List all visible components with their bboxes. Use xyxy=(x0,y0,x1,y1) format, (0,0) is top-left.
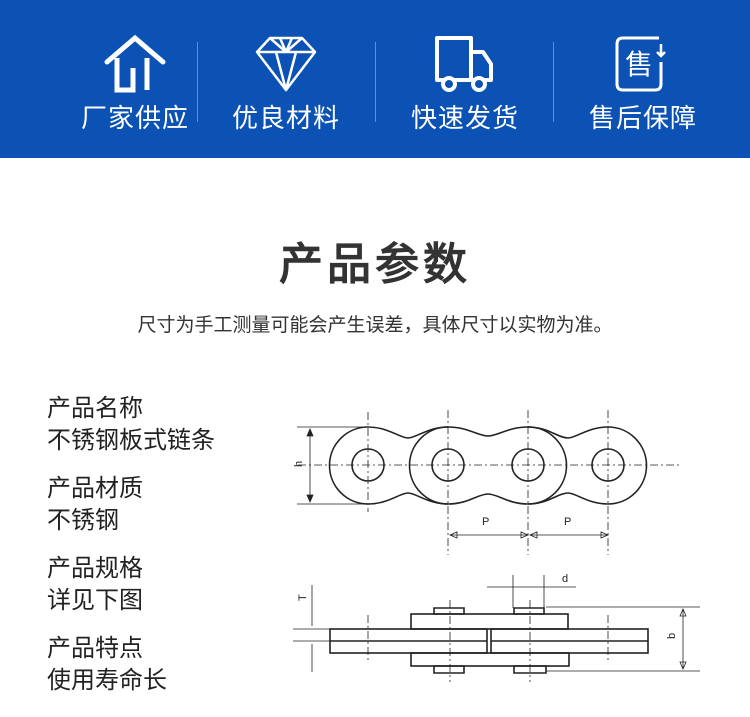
spec-label: 产品特点 xyxy=(47,634,143,662)
spec-value: 不锈钢 xyxy=(47,506,119,534)
section-subtitle: 尺寸为手工测量可能会产生误差，具体尺寸以实物为准。 xyxy=(137,314,613,336)
section-title: 产品参数 xyxy=(279,239,471,290)
svg-text:售: 售 xyxy=(625,48,653,81)
spec-label: 产品名称 xyxy=(47,394,143,422)
spec-item: 产品特点使用寿命长 xyxy=(47,632,167,696)
spec-value: 不锈钢板式链条 xyxy=(47,426,215,454)
spec-value: 详见下图 xyxy=(47,586,143,614)
spec-item: 产品规格详见下图 xyxy=(47,552,143,616)
divider xyxy=(197,42,198,122)
feature-label: 售后保障 xyxy=(588,104,697,134)
label-d: d xyxy=(562,573,568,585)
feature-label: 优良材料 xyxy=(231,104,340,134)
spec-value: 使用寿命长 xyxy=(47,666,167,694)
dimension-lines xyxy=(293,426,700,672)
features-banner: 厂家供应 优良材料 快速发货 售 售后保障 xyxy=(0,0,750,158)
label-p: P xyxy=(482,516,489,528)
spec-item: 产品材质不锈钢 xyxy=(47,472,143,536)
after-sales-icon: 售 xyxy=(615,36,666,92)
label-t: T xyxy=(297,594,309,601)
chain-side-view xyxy=(329,607,649,674)
divider xyxy=(375,42,376,122)
feature-label: 厂家供应 xyxy=(80,104,189,134)
house-icon xyxy=(104,34,166,93)
spec-label: 产品规格 xyxy=(47,554,143,582)
feature-label: 快速发货 xyxy=(410,104,519,134)
truck-icon xyxy=(435,36,493,92)
label-p: P xyxy=(564,516,571,528)
center-lines xyxy=(298,410,680,682)
label-h: h xyxy=(293,461,305,467)
diamond-icon xyxy=(255,36,317,92)
spec-label: 产品材质 xyxy=(47,474,143,502)
divider xyxy=(553,42,554,122)
spec-item: 产品名称不锈钢板式链条 xyxy=(47,392,215,456)
chain-top-view xyxy=(328,426,648,505)
label-b: b xyxy=(666,633,678,639)
dimension-labels: h P P d T b xyxy=(293,461,678,639)
